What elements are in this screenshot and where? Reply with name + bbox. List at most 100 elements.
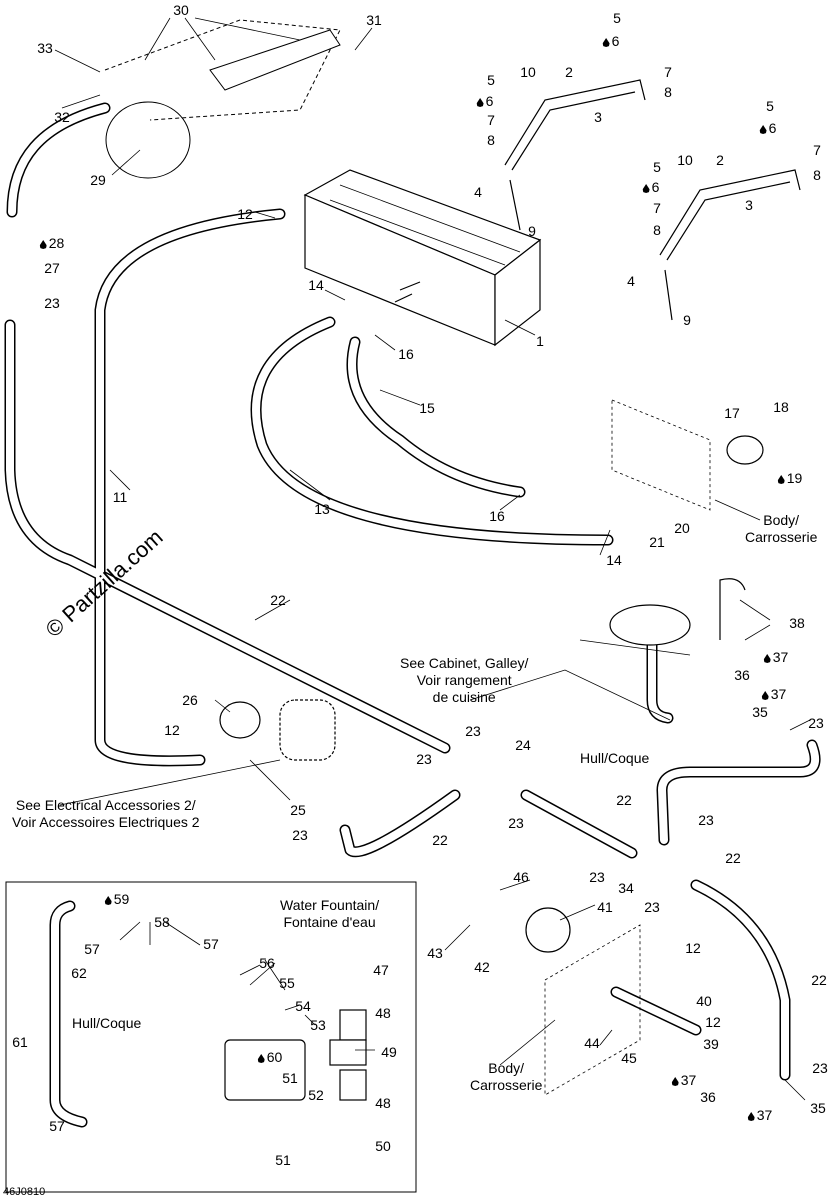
callout-number: 37	[772, 649, 789, 665]
drop-icon	[763, 654, 771, 663]
drop-icon	[104, 896, 112, 905]
callout-22: 22	[811, 973, 827, 987]
callout-10: 10	[677, 153, 693, 167]
callout-number: 29	[90, 172, 106, 188]
callout-number: 23	[812, 1060, 828, 1076]
callout-12: 12	[237, 207, 253, 221]
callout-12: 12	[164, 723, 180, 737]
callout-number: 40	[696, 993, 712, 1009]
drop-icon	[759, 125, 767, 134]
callout-number: 22	[432, 832, 448, 848]
callout-51: 51	[282, 1071, 298, 1085]
callout-number: 26	[182, 692, 198, 708]
callout-11: 11	[113, 490, 128, 504]
callout-22: 22	[432, 833, 448, 847]
callout-number: 35	[810, 1100, 826, 1116]
callout-number: 23	[589, 869, 605, 885]
callout-number: 14	[606, 552, 622, 568]
callout-number: 7	[813, 142, 821, 158]
callout-23: 23	[698, 813, 714, 827]
callout-number: 55	[279, 975, 295, 991]
callout-3: 3	[745, 198, 753, 212]
callout-51: 51	[275, 1153, 291, 1167]
callout-number: 56	[259, 955, 275, 971]
callout-number: 39	[703, 1036, 719, 1052]
callout-31: 31	[366, 13, 382, 27]
callout-number: 44	[584, 1035, 600, 1051]
callout-7: 7	[813, 143, 821, 157]
callout-number: 57	[49, 1118, 65, 1134]
callout-8: 8	[813, 168, 821, 182]
callout-number: 8	[653, 222, 661, 238]
callout-29: 29	[90, 173, 106, 187]
callout-5: 5	[487, 73, 495, 87]
callout-23: 23	[292, 828, 308, 842]
callout-number: 62	[71, 965, 87, 981]
note-hull-2: Hull/Coque	[72, 1015, 142, 1031]
callout-number: 1	[536, 333, 544, 349]
drop-icon	[777, 475, 785, 484]
callout-33: 33	[37, 41, 53, 55]
callout-23: 23	[465, 724, 481, 738]
callout-number: 23	[644, 899, 660, 915]
callout-number: 24	[515, 737, 531, 753]
callout-number: 37	[770, 686, 787, 702]
callout-50: 50	[375, 1139, 391, 1153]
callout-22: 22	[725, 851, 741, 865]
callout-number: 22	[725, 850, 741, 866]
callout-16: 16	[489, 509, 505, 523]
fittings	[219, 435, 764, 1101]
callout-38: 38	[789, 616, 805, 630]
callout-number: 23	[698, 812, 714, 828]
callout-37: 37	[747, 1108, 772, 1122]
note-line: Water Fountain/	[280, 897, 380, 913]
callout-23: 23	[508, 816, 524, 830]
body-panels	[544, 399, 711, 1096]
callout-23: 23	[644, 900, 660, 914]
callout-number: 12	[164, 722, 180, 738]
callout-number: 48	[375, 1095, 391, 1111]
callout-5: 5	[766, 99, 774, 113]
callout-23: 23	[812, 1061, 828, 1075]
callout-37: 37	[671, 1073, 696, 1087]
note-line: Body/	[488, 1060, 525, 1076]
leader-lines	[54, 17, 811, 1101]
callout-6: 6	[642, 180, 659, 194]
note-line: See Electrical Accessories 2/	[15, 797, 196, 813]
callout-number: 3	[745, 197, 753, 213]
water-tank	[303, 169, 542, 347]
drop-icon	[747, 1112, 755, 1121]
callout-60: 60	[257, 1050, 282, 1064]
note-line: Body/	[763, 512, 800, 528]
callout-34: 34	[618, 881, 634, 895]
callout-number: 22	[811, 972, 827, 988]
callout-22: 22	[616, 793, 632, 807]
drop-icon	[476, 98, 484, 107]
callout-number: 23	[465, 723, 481, 739]
callout-number: 7	[664, 64, 672, 80]
callout-number: 4	[474, 184, 482, 200]
note-electrical: See Electrical Accessories 2/ Voir Acces…	[12, 797, 200, 831]
callout-9: 9	[528, 224, 536, 238]
callout-number: 16	[398, 346, 414, 362]
callout-59: 59	[104, 892, 129, 906]
callout-40: 40	[696, 994, 712, 1008]
callout-25: 25	[290, 803, 306, 817]
callout-number: 48	[375, 1005, 391, 1021]
callout-number: 7	[487, 112, 495, 128]
callout-22: 22	[270, 593, 286, 607]
callout-26: 26	[182, 693, 198, 707]
callout-56: 56	[259, 956, 275, 970]
callout-number: 7	[653, 200, 661, 216]
callout-43: 43	[427, 946, 443, 960]
callout-number: 11	[112, 489, 128, 505]
callout-57: 57	[84, 942, 100, 956]
callout-13: 13	[314, 502, 330, 516]
callout-number: 36	[734, 667, 750, 683]
callout-32: 32	[54, 110, 70, 124]
note-line: Fontaine d'eau	[283, 914, 376, 930]
callout-number: 38	[789, 615, 805, 631]
note-line: Voir Accessoires Electriques 2	[12, 814, 200, 830]
callout-number: 6	[611, 33, 620, 49]
